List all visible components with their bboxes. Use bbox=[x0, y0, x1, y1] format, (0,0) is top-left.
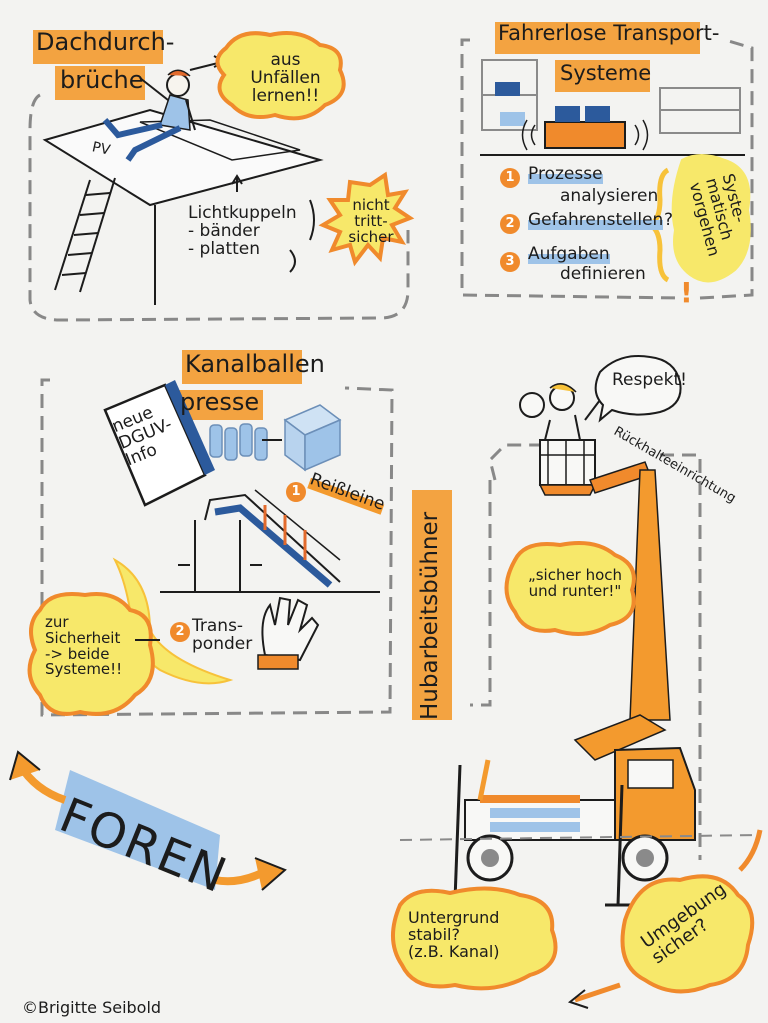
roof-skylight-list: Lichtkuppeln - bänder - platten bbox=[188, 203, 297, 259]
roof-frame bbox=[28, 93, 410, 322]
glove-transponder bbox=[257, 596, 320, 670]
hub-quote: „sicher hoch und runter!" bbox=[527, 566, 623, 600]
warning-starburst bbox=[318, 171, 415, 267]
roof-callout-cloud bbox=[215, 31, 346, 121]
reissleine-number: 1 bbox=[286, 482, 306, 502]
foren-highlight bbox=[55, 770, 220, 890]
fts-step-3-number: 3 bbox=[500, 252, 520, 272]
kanal-frame bbox=[40, 378, 394, 717]
fts-title-line2: Systeme bbox=[560, 61, 652, 85]
roof-title-highlight-2 bbox=[55, 66, 145, 100]
lift-boom bbox=[629, 469, 671, 721]
untergrund-text: Untergrund stabil? (z.B. Kanal) bbox=[408, 908, 500, 961]
roof-title-line1: Dachdurch- bbox=[36, 28, 175, 56]
baler-press bbox=[160, 489, 380, 593]
roof-callout-text: aus Unfällen lernen!! bbox=[250, 50, 321, 106]
kanal-title-line1: Kanalballen bbox=[185, 350, 325, 378]
respekt-text: Respekt! bbox=[612, 370, 687, 390]
fts-exclaim: ! bbox=[680, 276, 693, 309]
kanal-callout-text: zur Sicherheit -> beide Systeme!! bbox=[45, 613, 123, 679]
warehouse-shelves bbox=[481, 59, 741, 134]
kanal-title-line2: presse bbox=[180, 388, 260, 416]
pv-label: PV bbox=[90, 139, 112, 159]
transponder-number: 2 bbox=[170, 622, 190, 642]
fts-title-line1: Fahrerlose Transport- bbox=[498, 21, 720, 45]
transponder-label: Trans- ponder bbox=[192, 616, 253, 654]
umgebung-cloud bbox=[620, 874, 755, 994]
hub-frame bbox=[488, 443, 702, 860]
workers-in-basket bbox=[519, 383, 601, 496]
bottle-group bbox=[209, 423, 268, 461]
respekt-speech-bubble bbox=[594, 355, 682, 423]
untergrund-cloud bbox=[390, 886, 558, 991]
hub-title: Hubarbeitsbühner bbox=[417, 511, 443, 720]
fts-step-1-number: 1 bbox=[500, 168, 520, 188]
agv-vehicle bbox=[544, 121, 626, 149]
roof-warning-text: nicht tritt- sicher bbox=[348, 196, 394, 246]
roof-title-line2: brüche bbox=[60, 66, 144, 94]
falling-worker-figure bbox=[102, 69, 196, 162]
kanal-callout-cloud bbox=[27, 592, 155, 716]
roof-title-highlight bbox=[33, 30, 163, 64]
quote-cloud bbox=[504, 541, 636, 636]
fts-step-2-sub: ? bbox=[664, 210, 674, 230]
compressed-bale bbox=[283, 404, 342, 472]
fts-step-1-sub: analysieren bbox=[560, 186, 659, 206]
lift-truck bbox=[399, 746, 761, 907]
fts-step-2-label: Gefahrenstellen bbox=[528, 210, 664, 230]
fts-step-2-number: 2 bbox=[500, 214, 520, 234]
fts-note-blob bbox=[671, 154, 751, 283]
fts-step-3-sub: definieren bbox=[560, 264, 646, 284]
fts-step-3-label: Aufgaben bbox=[528, 244, 610, 264]
credit-text: ©Brigitte Seibold bbox=[22, 998, 162, 1017]
fts-step-1-label: Prozesse bbox=[528, 164, 603, 184]
fts-frame bbox=[460, 38, 754, 300]
